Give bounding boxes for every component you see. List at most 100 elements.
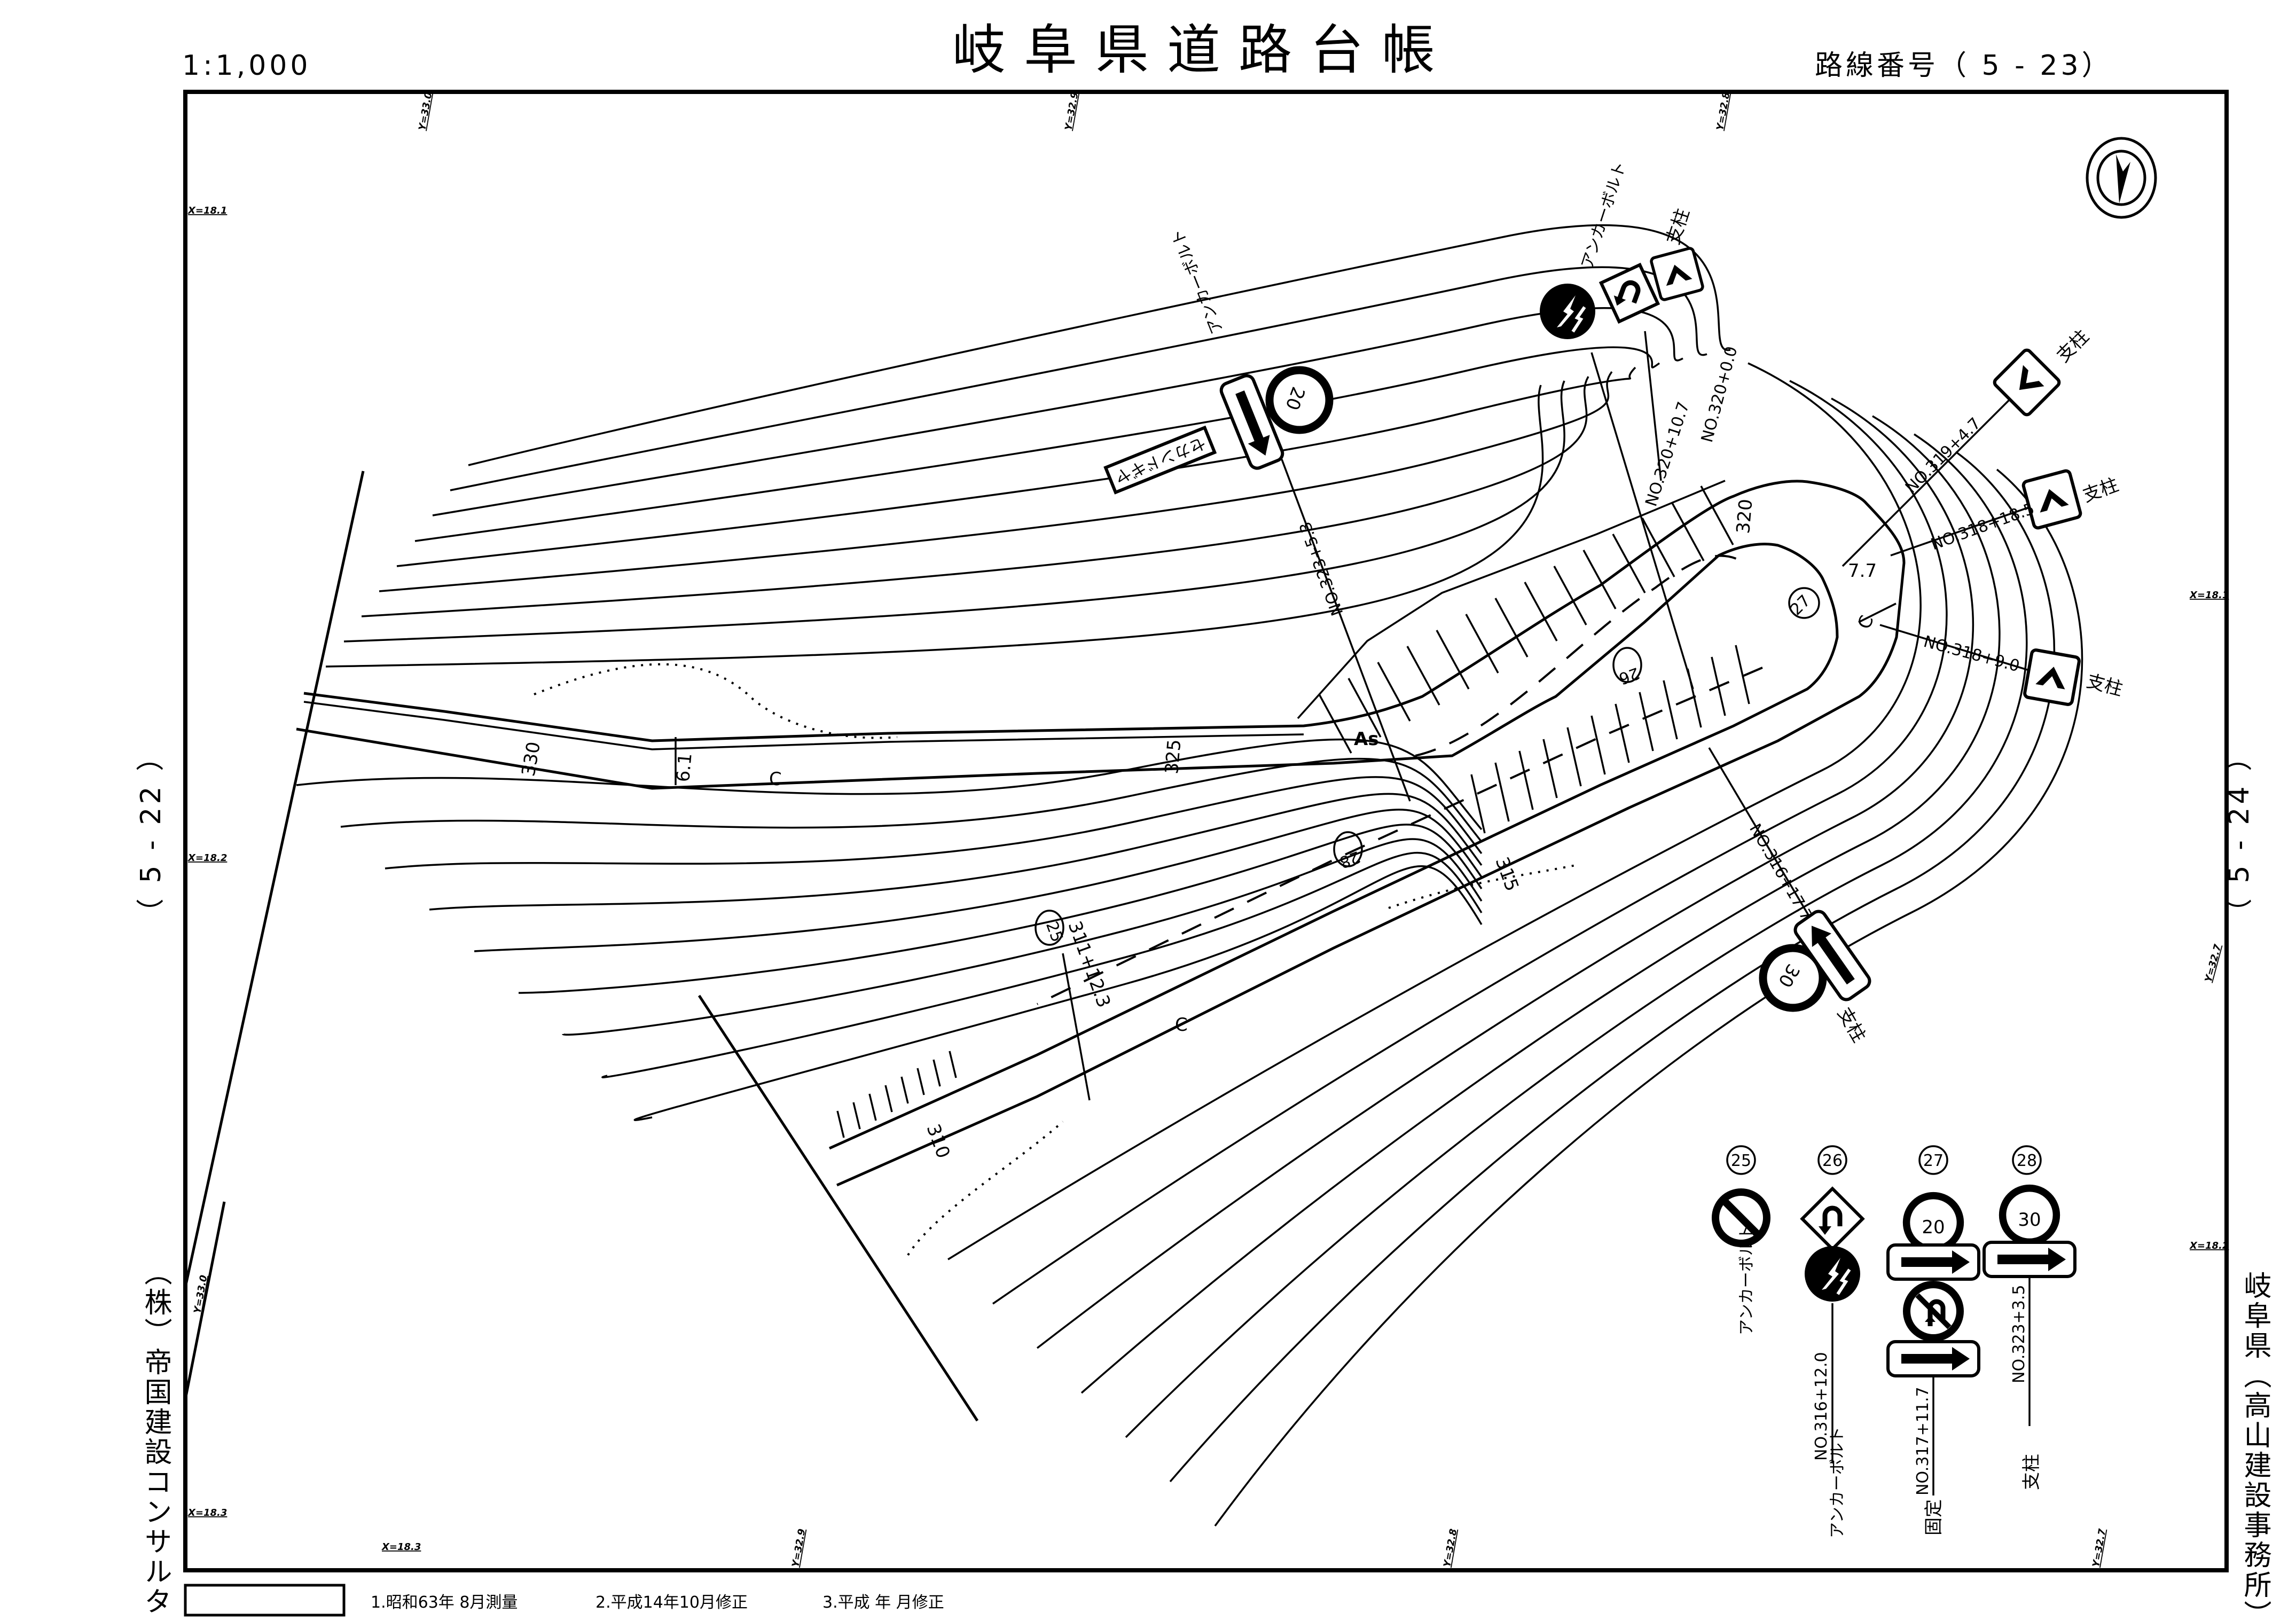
revision-3: 3.平成 年 月修正 bbox=[822, 1593, 944, 1612]
contour-line bbox=[1080, 415, 2001, 1394]
contour-line bbox=[379, 371, 1613, 592]
svg-text:支柱: 支柱 bbox=[1833, 1004, 1870, 1046]
svg-text:X=18.1: X=18.1 bbox=[2189, 590, 2229, 601]
road-hairpin bbox=[296, 480, 1906, 1256]
svg-text:X=18.3: X=18.3 bbox=[187, 1507, 227, 1518]
arrow-plate-icon bbox=[1888, 1342, 1979, 1376]
slope-hatch-line bbox=[1518, 750, 1534, 810]
svg-text:NO.320+0.0: NO.320+0.0 bbox=[1698, 344, 1742, 444]
svg-text:NO.320+10.7: NO.320+10.7 bbox=[1642, 400, 1693, 508]
contour-line bbox=[518, 824, 1483, 994]
contour-line bbox=[992, 380, 1948, 1305]
svg-text:6.1: 6.1 bbox=[672, 752, 696, 782]
contour-line bbox=[1169, 451, 2056, 1483]
station-text: NO.323+5.3 bbox=[1296, 519, 1347, 618]
svg-text:X=18.2: X=18.2 bbox=[2189, 1240, 2229, 1251]
arrow-plate-icon bbox=[1984, 1242, 2075, 1277]
ref-circle-26: 26 bbox=[1612, 647, 1642, 688]
revision-2: 2.平成14年10月修正 bbox=[595, 1593, 748, 1612]
road-outer-edge bbox=[303, 480, 1906, 1187]
svg-text:C: C bbox=[769, 769, 782, 790]
svg-text:Y=32.9: Y=32.9 bbox=[1063, 91, 1080, 131]
svg-text:7.7: 7.7 bbox=[1848, 560, 1877, 582]
contour-line bbox=[1036, 397, 1974, 1349]
slope-hatch-line bbox=[900, 1076, 909, 1104]
slope-hatch-line bbox=[1553, 566, 1587, 625]
scale-label: 1:1,000 bbox=[182, 50, 311, 82]
svg-text:NO.318+9.0: NO.318+9.0 bbox=[1922, 632, 2021, 676]
slope-hatch-line bbox=[1377, 662, 1411, 722]
slope-hatch-line bbox=[1590, 715, 1606, 775]
slope-hatch-line bbox=[1641, 518, 1675, 577]
svg-text:固定: 固定 bbox=[1923, 1499, 1945, 1536]
cut-slope bbox=[1297, 480, 1726, 719]
slope-hatch-line bbox=[1615, 703, 1630, 763]
svg-text:Y=32.7: Y=32.7 bbox=[2090, 1528, 2108, 1568]
sheet-boundaries bbox=[184, 471, 979, 1422]
map-frame bbox=[183, 90, 2229, 1572]
svg-text:支柱: 支柱 bbox=[2085, 670, 2125, 700]
slope-hatch-line bbox=[1406, 646, 1440, 706]
svg-text:25: 25 bbox=[1731, 1152, 1751, 1170]
svg-text:NO.323+3.5: NO.323+3.5 bbox=[2010, 1285, 2028, 1383]
sign-speed-30: 30 支柱 NO.316+17.7 bbox=[1745, 821, 1872, 1046]
slope-hatch-line bbox=[884, 1085, 893, 1113]
svg-text:Y=32.8: Y=32.8 bbox=[1714, 91, 1732, 131]
chevron-sign-icon bbox=[1650, 247, 1703, 300]
svg-text:Y=33.0: Y=33.0 bbox=[417, 91, 434, 131]
route-number: 路線番号（ 5 - 23） bbox=[1815, 50, 2113, 82]
adjacent-sheet-left: （ 5 - 22 ） bbox=[135, 740, 167, 926]
svg-text:支柱: 支柱 bbox=[2021, 1454, 2042, 1490]
svg-text:As: As bbox=[1354, 729, 1379, 750]
svg-text:アンカーボルト: アンカーボルト bbox=[1737, 1224, 1756, 1335]
contour-line bbox=[474, 809, 1483, 952]
svg-text:325: 325 bbox=[1161, 739, 1186, 775]
contour-line bbox=[361, 376, 1589, 617]
svg-text:C: C bbox=[1854, 613, 1878, 632]
svg-text:支柱: 支柱 bbox=[2052, 326, 2093, 366]
revision-1: 1.昭和63年 8月測量 bbox=[371, 1593, 518, 1612]
mount-text: アンカーボルト bbox=[1168, 226, 1227, 336]
svg-text:NO.317+11.7: NO.317+11.7 bbox=[1914, 1387, 1932, 1495]
revision-stamp-box bbox=[184, 1584, 346, 1617]
contour-line bbox=[340, 757, 1483, 843]
slope-hatch-line bbox=[1711, 656, 1726, 716]
office-credit: 岐阜県（高山建設事務所） bbox=[2239, 1271, 2271, 1621]
svg-text:X=18.1: X=18.1 bbox=[187, 205, 227, 216]
slope-hatch-line bbox=[1735, 645, 1750, 704]
slope-hatch-line bbox=[1318, 694, 1352, 754]
svg-text:330: 330 bbox=[518, 740, 545, 778]
contour-line bbox=[414, 346, 1660, 542]
slope-hatch-line bbox=[932, 1059, 941, 1087]
svg-text:アンカーボルト: アンカーボルト bbox=[1828, 1427, 1847, 1538]
contour-line bbox=[432, 307, 1683, 516]
road-inner-edge bbox=[296, 543, 1839, 1150]
contour-line bbox=[385, 776, 1483, 870]
svg-text:X=18.3: X=18.3 bbox=[381, 1541, 421, 1553]
slope-hatch-line bbox=[1494, 762, 1510, 822]
svg-text:NO.316+12.0: NO.316+12.0 bbox=[1812, 1352, 1831, 1461]
slope-hatch-line bbox=[949, 1051, 957, 1078]
svg-text:28: 28 bbox=[2017, 1152, 2037, 1170]
contour-line bbox=[296, 738, 1483, 831]
svg-text:26: 26 bbox=[1822, 1152, 1843, 1170]
consultant-credit: （株）帝国建設コンサルタント bbox=[139, 1258, 171, 1621]
slope-hatch-line bbox=[836, 1110, 845, 1138]
slope-hatch-line bbox=[1639, 692, 1654, 751]
svg-text:アンカーボルト: アンカーボルト bbox=[1578, 159, 1630, 271]
contour-line bbox=[1125, 433, 2028, 1438]
rockfall-sign-icon bbox=[1540, 284, 1595, 339]
sign-top-cluster: アンカーボルト 支柱 NO.320+10.7 NO.320+0.0 bbox=[1540, 159, 1741, 508]
legend-28: 28 30 NO.323+3.5 支柱 bbox=[1984, 1145, 2075, 1490]
contour-line bbox=[429, 793, 1483, 911]
contour-line bbox=[601, 852, 1483, 1078]
contour-line bbox=[633, 865, 1483, 1121]
slope-hatch-line bbox=[1524, 582, 1558, 641]
svg-text:支柱: 支柱 bbox=[2080, 474, 2121, 507]
slope-hatch-line bbox=[1566, 727, 1582, 787]
contour-line bbox=[562, 838, 1483, 1036]
uturn-sign-icon bbox=[1802, 1188, 1862, 1249]
svg-text:NO.319+4.7: NO.319+4.7 bbox=[1902, 414, 1985, 497]
slope-hatch-line bbox=[1700, 485, 1734, 545]
